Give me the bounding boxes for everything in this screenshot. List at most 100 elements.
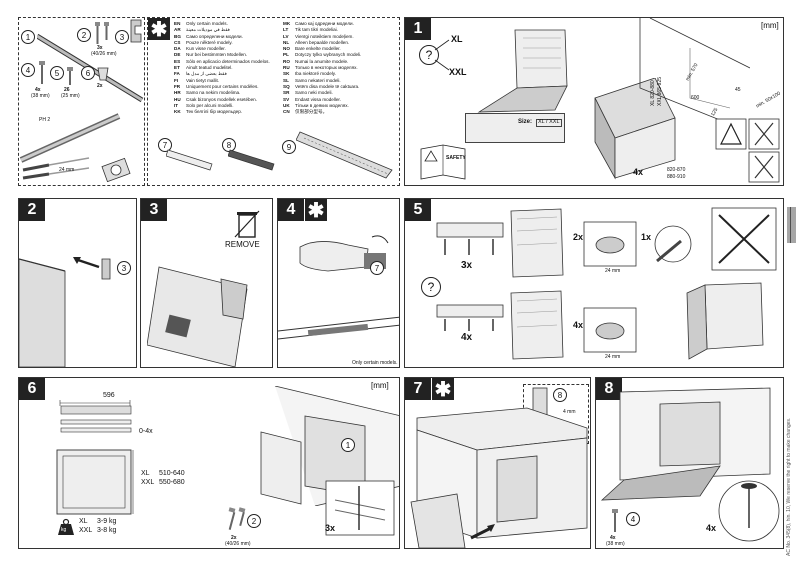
step5-count-3x: 3x: [461, 260, 473, 271]
language-text: Vain tietyt mallit.: [186, 77, 220, 83]
dishwasher-side-illustration: [19, 258, 66, 367]
language-text: فقط في موديلات معينة: [186, 27, 230, 33]
no-tilt-warning-illustration: [711, 207, 777, 271]
size-xxl-label: XXL: [449, 67, 467, 77]
dishwasher-bottom-illustration: [510, 290, 564, 360]
language-code: RU: [283, 65, 290, 71]
part-7-strip-illustration: [166, 149, 213, 171]
kitchen-cabinet-illustration: [410, 407, 588, 548]
part-8-callout: 8: [553, 388, 567, 402]
screwdriver-detail-illustration: [654, 225, 692, 263]
safety-label: SAFETY: [446, 155, 466, 161]
language-code: RO: [283, 58, 290, 64]
language-text: Sólo en aplicacio determinados modelos.: [186, 58, 270, 64]
step-4-panel: 4 ✱ 7 Only certain models.: [277, 198, 400, 368]
door-edge-illustration: [278, 316, 399, 340]
model-note-row: FR Uniquement pour certains modèles.: [174, 84, 270, 90]
screw-2-icon: [95, 22, 109, 44]
screw-5-icon: [67, 67, 73, 85]
screwdriver-label: PH 2: [39, 117, 51, 123]
size-plate-label: Size:: [518, 119, 533, 125]
language-text: 仅限部分型号。: [295, 109, 328, 115]
step-8-panel: 8 4x 4 4x (38 mm): [595, 377, 784, 549]
part-9-rail-illustration: [296, 131, 393, 179]
part-1-callout: 1: [341, 438, 355, 452]
part-4-callout: 4: [626, 512, 640, 526]
dishwasher-top-illustration: [510, 208, 564, 278]
barcode-icon: [787, 207, 796, 243]
step5-count-1x: 1x: [641, 232, 652, 242]
model-note-row: CN 仅限部分型号。: [283, 109, 361, 115]
step-2-panel: 2 3: [18, 198, 137, 368]
screws-2-icon: [228, 507, 246, 530]
screw-detail-8-illustration: [718, 480, 780, 542]
step1-count: 4x: [633, 167, 644, 177]
language-code: FR: [174, 83, 181, 89]
width-596-label: 596: [103, 392, 115, 399]
language-code: ES: [174, 58, 181, 64]
language-text: Тільки в деяких моделях.: [295, 102, 349, 108]
clip-icon: [101, 258, 111, 280]
language-text: Only certain models.: [186, 21, 228, 26]
model-note-row: ES Sólo en aplicacio determinados modelos…: [174, 59, 270, 65]
dishwasher-install-illustration: [686, 282, 764, 360]
dim-xl-label: XL 820-880: [650, 80, 656, 106]
question-icon-5: ?: [421, 277, 441, 297]
range1-label: 820-870: [667, 167, 686, 173]
step-6-panel: 6 [mm] 596 0-4x XL 510-640 XXL 550-680 k…: [18, 377, 400, 549]
step5-count-4x-b: 4x: [573, 320, 584, 330]
language-code: IT: [174, 102, 179, 108]
language-code: HR: [174, 90, 181, 96]
tools-illustration: [19, 113, 131, 183]
language-text: Только в некоторых моделях.: [295, 65, 358, 71]
unit-label: [mm]: [761, 21, 779, 30]
step-7-asterisk-icon: ✱: [432, 378, 454, 401]
width-dimension-line: [59, 400, 131, 406]
warning-book-icon: [420, 144, 466, 180]
language-code: AR: [174, 27, 181, 33]
language-code: SK: [283, 71, 290, 77]
language-code: DE: [174, 52, 181, 58]
language-code: SR: [283, 90, 290, 96]
model-note-row: RU Только в некоторых моделях.: [283, 65, 361, 71]
spacer-count-label: 0-4x: [139, 428, 153, 435]
language-text: Samo neki modeli.: [295, 90, 333, 96]
language-code: CN: [283, 109, 290, 115]
language-text: Samo nekateri modeli.: [295, 77, 341, 83]
foot-adjust-top-illustration: [436, 222, 504, 255]
dim-600-label: 600: [691, 95, 700, 101]
dim-45-label: 45: [735, 87, 741, 93]
language-text: Vienīgi noteiktiem modeļiem.: [295, 33, 354, 39]
part-5-label: 5: [50, 66, 64, 80]
language-code: LT: [283, 27, 289, 33]
language-code: FA: [174, 71, 180, 77]
niche-dimensions-illustration: [639, 18, 750, 128]
part-7-label: 7: [158, 138, 172, 152]
part-4-count: 4x: [35, 87, 41, 93]
weight-xl-value: 3-9 kg: [97, 518, 117, 525]
part-2-label: 2: [77, 28, 91, 42]
language-text: Тек белгілі бір модельдер.: [186, 109, 243, 115]
step5-wrench-1: 24 mm: [605, 268, 621, 274]
model-note-row: SR Samo neki modeli.: [283, 90, 361, 96]
language-text: Vetëm disa modele të caktuara.: [295, 83, 360, 89]
language-code: SV: [283, 96, 290, 102]
language-text: Uniquement pour certains modèles.: [186, 83, 259, 89]
dishwasher-open-illustration: [477, 29, 568, 113]
model-note-row: AR فقط في موديلات معينة: [174, 27, 270, 33]
language-text: Numai la anumite modele.: [295, 58, 349, 64]
step6-count-3x: 3x: [325, 523, 336, 533]
model-note-row: RO Numai la anumite modele.: [283, 59, 361, 65]
step-1-number: 1: [405, 18, 431, 40]
